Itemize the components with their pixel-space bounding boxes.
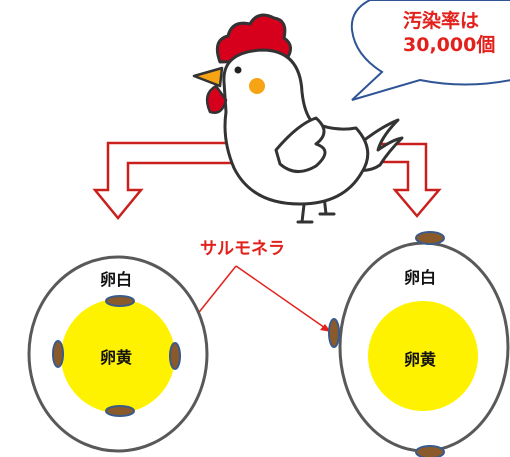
salmonella-dot-icon — [105, 405, 135, 417]
chicken-icon — [192, 13, 404, 224]
salmonella-dot-icon — [105, 295, 135, 307]
left-egg-yolk-label: 卵黄 — [100, 348, 133, 367]
salmonella-label: サルモネラ — [200, 239, 285, 259]
left-egg-white-label: 卵白 — [100, 270, 133, 289]
salmonella-dot-icon — [328, 318, 340, 348]
salmonella-dot-icon — [169, 342, 181, 370]
left-egg-yolk — [61, 299, 175, 413]
salmonella-dot-icon — [415, 445, 445, 457]
salmonella-dot-icon — [415, 231, 445, 245]
right-egg-yolk — [368, 301, 478, 411]
left-arrow — [92, 141, 246, 220]
speech-bubble — [350, 0, 510, 101]
bubble-text-line1: 汚染率は — [403, 10, 480, 32]
right-egg-yolk-label: 卵黄 — [404, 350, 437, 369]
salmonella-dot-icon — [52, 340, 64, 368]
right-egg-white-label: 卵白 — [404, 268, 437, 287]
left-egg — [27, 255, 209, 453]
bubble-text-line2: 30,000個 — [403, 34, 496, 56]
right-arrow — [370, 142, 442, 218]
right-egg — [328, 231, 510, 457]
